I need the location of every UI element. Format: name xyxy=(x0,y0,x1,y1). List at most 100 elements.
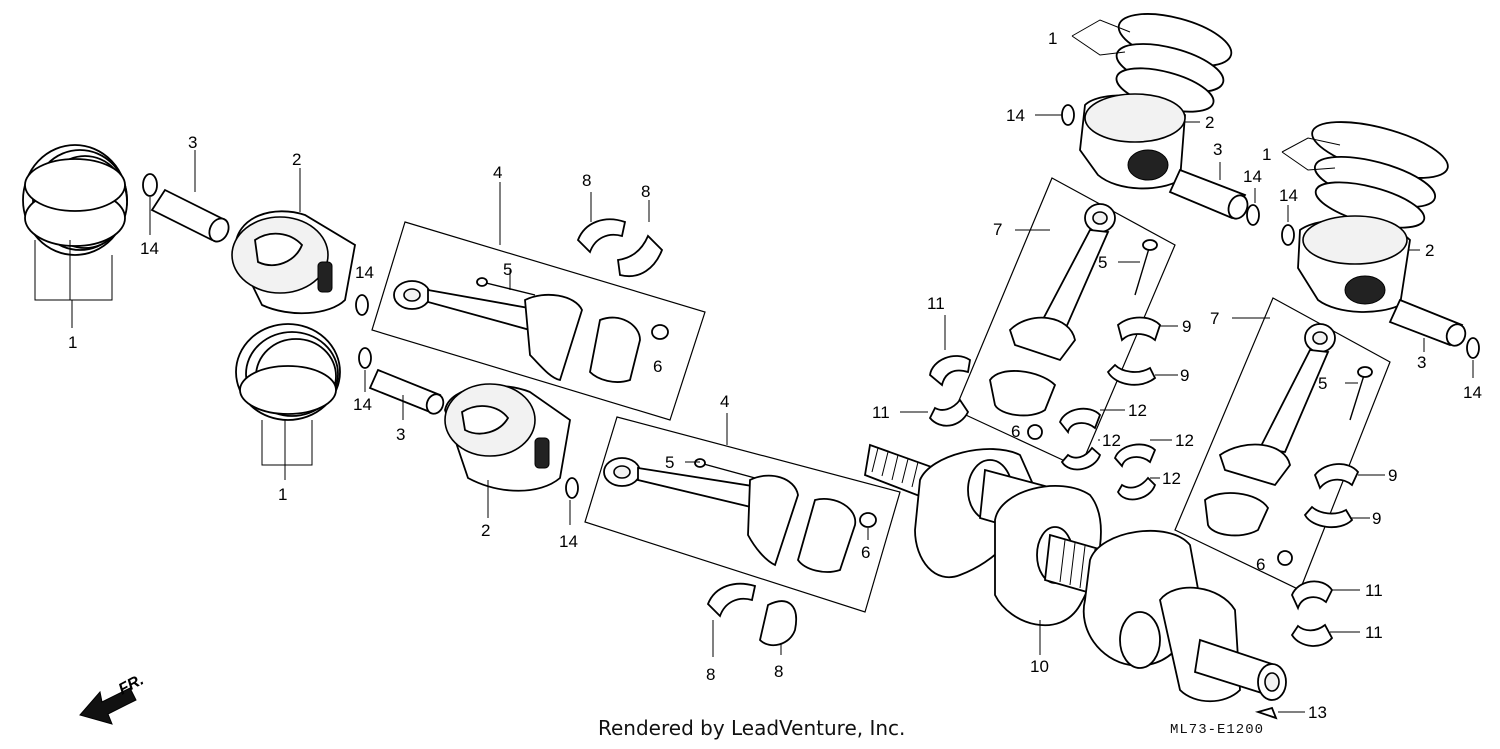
conrod-bolt-right-b xyxy=(1349,366,1373,421)
callout-ring-set-1c: 1 xyxy=(1048,29,1057,48)
callout-bolt-5b: 5 xyxy=(665,453,674,472)
connecting-rod-right-b xyxy=(1204,323,1336,537)
callout-nut-6c: 6 xyxy=(1011,422,1020,441)
bearing-12-d xyxy=(1116,476,1157,501)
piston-pin-top-right xyxy=(1168,168,1249,220)
callout-circlip-14b: 14 xyxy=(355,263,374,282)
conrod-nut-lower xyxy=(859,512,877,528)
piston-pin-upper-left xyxy=(150,188,230,243)
callout-circlip-14h: 14 xyxy=(1463,383,1482,402)
callout-bolt-5a: 5 xyxy=(503,260,512,279)
piston-right xyxy=(1297,215,1411,313)
conrod-nut-upper xyxy=(651,324,669,340)
bearing-9-upper-b xyxy=(1106,363,1157,386)
callout-bearing-12a: 12 xyxy=(1128,401,1147,420)
callout-circlip-14g: 14 xyxy=(1279,186,1298,205)
bearing-8-upper-b xyxy=(616,234,664,277)
callout-bearing-11c: 11 xyxy=(1365,581,1383,600)
callout-piston-pin-3c: 3 xyxy=(1213,140,1222,159)
callout-bearing-11a: 11 xyxy=(927,294,945,313)
callout-bearing-9c: 9 xyxy=(1388,466,1397,485)
circlip-mid-left-a xyxy=(355,294,369,316)
bearing-12-a xyxy=(1058,407,1102,435)
bearing-11-b xyxy=(928,398,970,427)
piston-ring-set-lower-left xyxy=(235,323,341,421)
callout-bearing-8d: 8 xyxy=(774,662,783,681)
circlip-top-right xyxy=(1061,104,1075,126)
piston-top-right xyxy=(1079,93,1186,190)
bearing-11-a xyxy=(929,355,971,387)
callout-bearing-12b: 12 xyxy=(1102,431,1121,450)
piston-pin-right xyxy=(1388,298,1467,347)
circlip-right-low xyxy=(1466,337,1480,359)
callout-nut-6d: 6 xyxy=(1256,555,1265,574)
connecting-rod-right-a xyxy=(989,203,1116,417)
callout-piston-2a: 2 xyxy=(292,150,301,169)
conrod-nut-right-a xyxy=(1027,424,1043,440)
bearing-8-lower-b xyxy=(759,600,797,647)
callout-circlip-14f: 14 xyxy=(1243,167,1262,186)
callout-piston-2d: 2 xyxy=(1425,241,1434,260)
conrod-bolt-lower xyxy=(694,458,756,479)
callout-bearing-11d: 11 xyxy=(1365,623,1383,642)
callout-bearing-12d: 12 xyxy=(1162,469,1181,488)
conrod-box-lower xyxy=(584,416,901,613)
bearing-8-lower-a xyxy=(706,582,757,618)
circlip-mid-left-b xyxy=(358,347,372,369)
bearing-12-b xyxy=(1060,446,1102,471)
callout-bearing-9d: 9 xyxy=(1372,509,1381,528)
callout-bearing-9a: 9 xyxy=(1182,317,1191,336)
callout-piston-pin-3d: 3 xyxy=(1417,353,1426,372)
callout-piston-2c: 2 xyxy=(1205,113,1214,132)
callout-bearing-8a: 8 xyxy=(582,171,591,190)
connecting-rod-lower xyxy=(603,457,856,573)
callout-conrod-4a: 4 xyxy=(493,163,502,182)
callout-bearing-8b: 8 xyxy=(641,182,650,201)
callout-piston-2b: 2 xyxy=(481,521,490,540)
bearing-11-c xyxy=(1291,580,1334,611)
bearing-9-lower-b xyxy=(1303,505,1354,529)
woodruff-key xyxy=(1254,706,1278,720)
circlip-right-mid xyxy=(1281,224,1295,246)
callout-piston-pin-3a: 3 xyxy=(188,133,197,152)
callout-circlip-14c: 14 xyxy=(353,395,372,414)
callout-conrod-4b: 4 xyxy=(720,392,729,411)
callout-conrod-7b: 7 xyxy=(1210,309,1219,328)
piston-upper-left xyxy=(231,210,356,315)
callout-ring-set-1d: 1 xyxy=(1262,145,1271,164)
bearing-8-upper-a xyxy=(576,218,627,254)
callout-circlip-14d: 14 xyxy=(559,532,578,551)
connecting-rod-upper xyxy=(393,280,641,383)
piston-ring-set-top-right xyxy=(1115,13,1233,113)
callout-key-13: 13 xyxy=(1308,703,1327,722)
callout-bolt-5d: 5 xyxy=(1318,374,1327,393)
callout-bearing-12c: 12 xyxy=(1175,431,1194,450)
conrod-bolt-right-a xyxy=(1134,239,1158,296)
conrod-bolt-upper xyxy=(476,277,536,296)
bearing-11-d xyxy=(1290,623,1334,647)
diagram-code: ML73-E1200 xyxy=(1170,722,1265,738)
callout-ring-set-1a: 1 xyxy=(68,333,77,352)
piston-pin-lower-left xyxy=(368,368,445,415)
callout-nut-6b: 6 xyxy=(861,543,870,562)
bearing-9-lower-a xyxy=(1313,463,1360,490)
piston-ring-set-right xyxy=(1311,121,1449,229)
crankshaft xyxy=(863,443,1287,703)
callout-piston-pin-3b: 3 xyxy=(396,425,405,444)
conrod-box-upper xyxy=(371,221,706,421)
callout-bearing-11b: 11 xyxy=(872,403,890,422)
callout-conrod-7a: 7 xyxy=(993,220,1002,239)
circlip-upper-left xyxy=(142,173,158,197)
bearing-9-upper-a xyxy=(1116,316,1162,342)
callout-circlip-14a: 14 xyxy=(140,239,159,258)
credit-text: Rendered by LeadVenture, Inc. xyxy=(598,716,906,740)
conrod-nut-right-b xyxy=(1277,550,1293,566)
callout-bearing-8c: 8 xyxy=(706,665,715,684)
circlip-top-right-b xyxy=(1246,204,1260,226)
piston-lower-left xyxy=(444,383,571,492)
callout-bolt-5c: 5 xyxy=(1098,253,1107,272)
callout-ring-set-1b: 1 xyxy=(278,485,287,504)
bearing-12-c xyxy=(1113,443,1157,468)
callout-crankshaft-10: 10 xyxy=(1030,657,1049,676)
